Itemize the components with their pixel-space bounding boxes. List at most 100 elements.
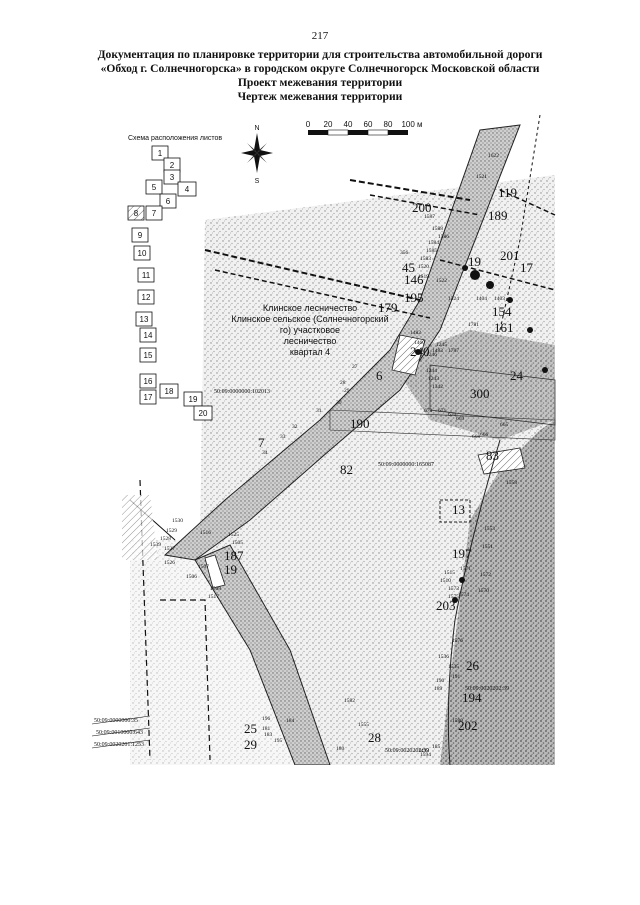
title-line-4: Чертеж межевания территории [237, 90, 403, 103]
point-label: 195 [274, 738, 283, 744]
sheet-box [139, 389, 157, 405]
sheet-number: 17 [144, 393, 153, 402]
parcel-strip-lower [329, 409, 556, 441]
dashed-boundary-2 [214, 269, 431, 319]
sheet-number: 6 [166, 197, 171, 206]
sheet-number: 20 [199, 409, 208, 418]
point-label: 1530 [172, 518, 183, 524]
forest-band-upper [390, 330, 555, 440]
point-label: 1594 [420, 752, 431, 758]
title-line-1: Документация по планировке территории дл… [97, 48, 543, 61]
sheet-box [127, 205, 145, 221]
point-label: 30 [336, 400, 342, 406]
point-label: 1244 [426, 368, 437, 374]
point-label: 1584 [428, 240, 439, 246]
point-label: 1553 [484, 526, 495, 532]
light-terrain-area-left [130, 540, 300, 765]
parcel-83 [477, 447, 526, 475]
point-label: 1482 [410, 330, 421, 336]
point-label: 1517 [208, 594, 219, 600]
sheet-box [137, 289, 155, 305]
dashed-boundary-6 [499, 189, 556, 216]
point-label: 1404 [476, 296, 487, 302]
scale-tick-100: 100 м [401, 120, 422, 129]
sheet-number: 18 [165, 387, 174, 396]
cadastral-number: 50:09:0020202:39 [465, 686, 509, 692]
dashed-boundary-5 [499, 115, 541, 331]
forest-label-line-3: го) участковое [280, 325, 340, 335]
scale-tick-80: 80 [384, 120, 393, 129]
parcel-label: 300 [470, 386, 490, 401]
point-label: 196 [262, 716, 271, 722]
point-label: 1555 [358, 722, 369, 728]
compass-rose-icon: N S [241, 125, 273, 185]
parcel-label: 28 [368, 730, 381, 745]
point-label: 29 [344, 388, 350, 394]
point-label: 1587 [424, 214, 435, 220]
parcel-label: 202 [458, 718, 478, 733]
sheet-box [163, 169, 181, 185]
scale-tick-20: 20 [324, 120, 333, 129]
parcel-label: 17 [520, 260, 534, 275]
sheet-box [145, 179, 163, 195]
point-label: 191 [452, 674, 461, 680]
sheet-box [145, 205, 163, 221]
sheet-box [159, 193, 177, 209]
point-label: 32 [292, 424, 298, 430]
sheet-number: 13 [140, 315, 149, 324]
sheet-number: 12 [142, 293, 151, 302]
parcel-label: 200 [412, 200, 432, 215]
point-label: 1558 [506, 480, 517, 486]
parcel-label: 45 [402, 260, 415, 275]
sheet-box [177, 181, 197, 197]
parcel-label: 29 [244, 737, 257, 752]
point-label: 1536 [438, 654, 449, 660]
sheet-number: 14 [144, 331, 153, 340]
point-label: 1506 [186, 574, 197, 580]
point-label: 666 [480, 432, 489, 438]
point-label: 673 [424, 408, 433, 414]
parcel-label: 187 [224, 548, 244, 563]
point-label: 1507 [198, 564, 209, 570]
hatched-area-left [122, 495, 158, 560]
cadastral-number: 50:09:0020202:39 [385, 748, 429, 754]
hatched-parcel [391, 334, 426, 376]
sheet-box [139, 347, 157, 363]
point-label: 34 [262, 450, 268, 456]
parcel-label: 154 [492, 304, 512, 319]
road-corridor-south [194, 544, 331, 765]
sheet-box [139, 373, 157, 389]
point-label: 1245 [436, 342, 447, 348]
parcel-label: 7 [258, 435, 265, 450]
forest-edge-line [447, 439, 501, 765]
point-label: 1576 [452, 638, 463, 644]
sheet-box [131, 227, 149, 243]
forest-band [440, 420, 555, 765]
sheet-box [139, 327, 157, 343]
point-label: 1583 [420, 256, 431, 262]
forest-label: Клинское лесничество Клинское сельское (… [231, 303, 388, 357]
parcel-label: 13 [452, 502, 465, 517]
point-label: 1483 [432, 348, 443, 354]
sheet-box [137, 267, 155, 283]
point-label: 1787 [448, 348, 459, 354]
parcel-label: 240 [410, 344, 430, 359]
point-label: 356 [400, 250, 409, 256]
point-label: 1515 [444, 570, 455, 576]
point-label: 180 [336, 746, 345, 752]
point-label: 33 [280, 434, 286, 440]
point-label: 1528 [160, 536, 171, 542]
sheet-box [159, 383, 179, 399]
sheet-number: 3 [170, 173, 175, 182]
point-labels: 1622152115871588158615841585158335615201… [150, 153, 517, 758]
cadastral-number: 50:09:0000000:165087 [378, 462, 434, 468]
cadastral-numbers: 50:09:0000000:102013 50:09:0000000:16508… [91, 389, 509, 754]
sheet-number: 4 [185, 185, 190, 194]
point-label: 1535 [448, 664, 459, 670]
point-label: 1516 [200, 530, 211, 536]
forest-label-line-4: лесничество [284, 336, 337, 346]
point-label: 669 [456, 416, 465, 422]
point-label: 27 [352, 364, 358, 370]
point-label: 1573 [448, 586, 459, 592]
point-label: 184 [286, 718, 295, 724]
